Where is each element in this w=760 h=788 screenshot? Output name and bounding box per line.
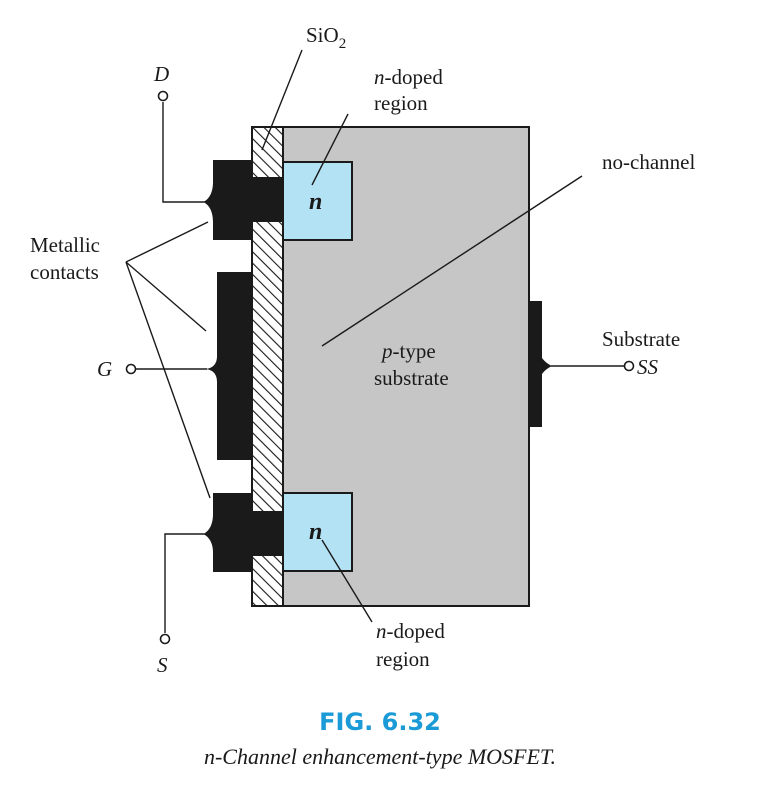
metallic-contacts-label-line2: contacts	[30, 260, 99, 284]
p-type-label-line2: substrate	[374, 366, 449, 390]
n-doped-bottom-label: n-doped	[376, 619, 445, 643]
n-region-bottom	[282, 492, 353, 572]
sio2-label: SiO2	[306, 23, 346, 52]
metallic-contacts-label-line1: Metallic	[30, 233, 100, 257]
substrate-contact	[529, 301, 552, 427]
n-region-top-label: n	[309, 189, 322, 215]
source-wire	[164, 533, 204, 633]
source-label: S	[157, 653, 168, 677]
n-doped-top-label-line2: region	[374, 91, 428, 115]
n-doped-top-leader	[311, 113, 349, 186]
p-type-label: p-type	[380, 339, 436, 363]
substrate-label: Substrate	[602, 327, 680, 351]
n-region-bottom-label: n	[309, 519, 322, 545]
metallic-leader-drain	[125, 221, 209, 263]
drain-wire	[162, 102, 204, 203]
n-doped-bottom-label-line2: region	[376, 647, 430, 671]
no-channel-label: no-channel	[602, 150, 695, 174]
substrate-terminal-label: SS	[637, 355, 659, 379]
figure-number: FIG. 6.32	[319, 708, 441, 736]
n-doped-top-label: n-doped	[374, 65, 443, 89]
drain-terminal	[157, 90, 169, 102]
gate-terminal	[125, 363, 137, 375]
substrate-terminal	[623, 360, 635, 372]
metallic-leader-gate	[125, 261, 207, 332]
gate-contact	[206, 272, 252, 460]
gate-label: G	[97, 357, 112, 381]
source-terminal	[159, 633, 171, 645]
no-channel-leader	[321, 175, 583, 347]
drain-label: D	[153, 62, 169, 86]
figure-caption: n-Channel enhancement-type MOSFET.	[204, 744, 556, 769]
source-contact	[203, 493, 283, 572]
sio2-leader	[261, 49, 303, 151]
metallic-leader-source	[125, 261, 211, 499]
drain-contact	[203, 160, 283, 240]
n-doped-bottom-leader	[321, 539, 373, 623]
